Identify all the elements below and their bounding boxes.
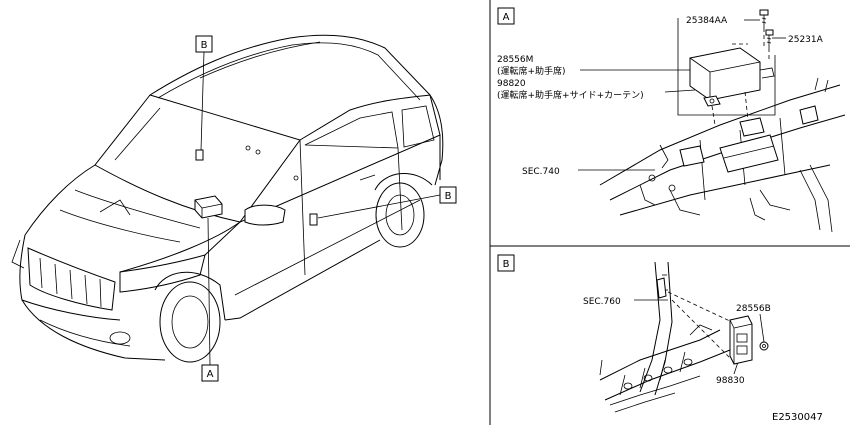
panel-b: B SEC.760 28556B 98830 — [497, 254, 771, 413]
label-98820-note: (運転席+助手席+サイド+カーテン) — [497, 89, 644, 101]
bolt-28556b — [759, 341, 769, 351]
panel-a: A 25384AA 25231A 28556M (運転席+助手席) 98820 … — [497, 7, 846, 233]
label-98820: 98820 — [497, 79, 526, 89]
bolt-25384aa — [759, 9, 769, 28]
label-28556b: 28556B — [736, 304, 771, 314]
callout-b-top-label: B — [201, 40, 208, 51]
label-25384aa: 25384AA — [686, 16, 728, 26]
label-28556m-note: (運転席+助手席) — [497, 65, 566, 77]
sensor-98830 — [729, 315, 753, 365]
leader-a-bottom — [207, 217, 211, 366]
figure-code: E2530047 — [772, 412, 823, 423]
callout-a-bottom: A — [201, 364, 219, 382]
panel-a-tag: A — [503, 12, 510, 23]
airbag-module-28556m — [689, 47, 775, 107]
label-sec740: SEC.740 — [522, 167, 560, 177]
callout-a-bottom-label: A — [207, 369, 214, 380]
floor-structure — [599, 77, 846, 233]
bolt-25231a — [765, 29, 774, 48]
leader-b-top — [200, 51, 205, 151]
vehicle-illustration — [11, 34, 444, 363]
b-pillar-structure — [599, 261, 731, 413]
label-28556m: 28556M — [497, 55, 533, 65]
callout-b-top: B — [195, 35, 213, 53]
label-sec760: SEC.760 — [583, 297, 621, 307]
label-25231a: 25231A — [788, 35, 824, 45]
leader-b-side — [317, 194, 441, 219]
callout-b-side-label: B — [445, 191, 452, 202]
panel-b-tag: B — [503, 259, 510, 270]
label-98830: 98830 — [716, 376, 745, 386]
callout-b-side: B — [439, 186, 457, 204]
